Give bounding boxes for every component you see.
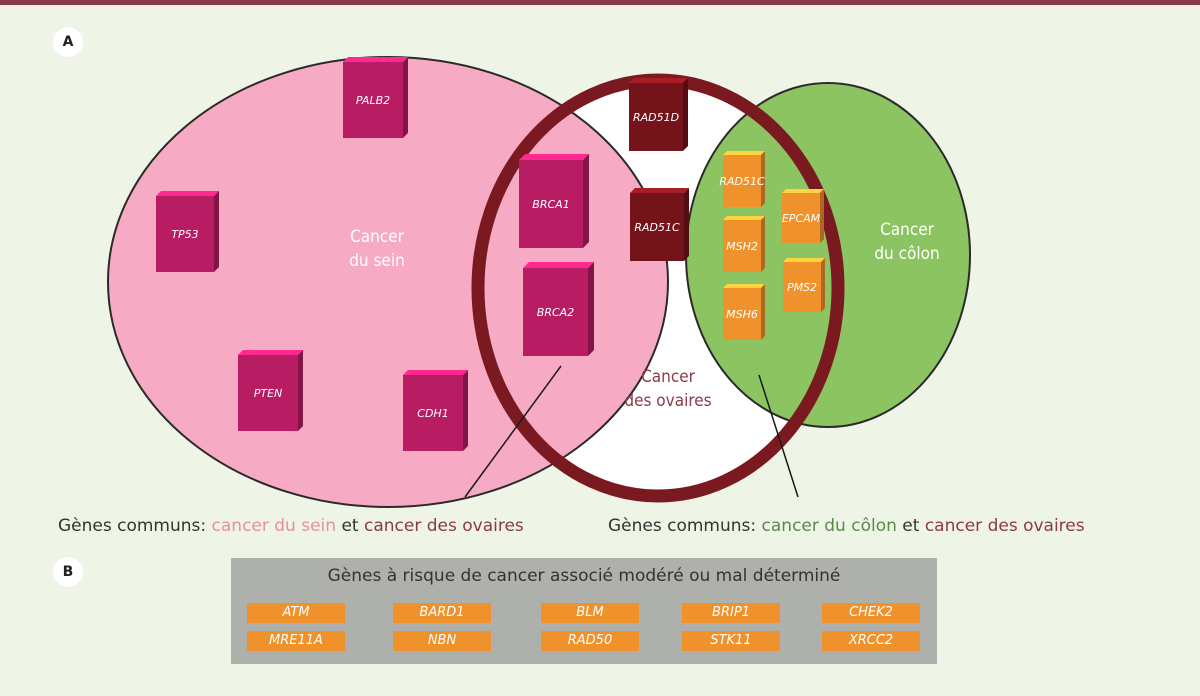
gene-chip-atm: ATM (247, 603, 345, 623)
gene-book-cdh1-label: CDH1 (417, 407, 448, 420)
gene-chip-blm: BLM (541, 603, 639, 623)
panel-label-b: B (53, 557, 83, 587)
gene-chip-mre11a: MRE11A (247, 631, 345, 651)
region-label-colon-line2: du côlon (874, 244, 939, 264)
gene-book-ovary-rad51c: RAD51C (630, 188, 689, 261)
pointer-line-breast-ovary (464, 365, 562, 498)
region-label-breast-line2: du sein (349, 251, 405, 271)
gene-book-ovary-rad51d: RAD51D (629, 78, 688, 151)
region-label-ovary-line2: des ovaires (624, 391, 711, 411)
region-label-ovary-line1: Cancer (641, 367, 696, 387)
gene-book-palb2-label: PALB2 (356, 94, 390, 107)
gene-book-pten-label: PTEN (254, 387, 283, 400)
region-label-colon-line1: Cancer (880, 220, 935, 240)
gene-chip-brip1: BRIP1 (682, 603, 780, 623)
gene-chip-rad50: RAD50 (541, 631, 639, 651)
gene-book-colon-epcam: EPCAM (782, 189, 824, 243)
gene-book-ovary-rad51c-label: RAD51C (634, 221, 680, 234)
gene-book-tp53: TP53 (156, 191, 219, 272)
gene-book-pten: PTEN (238, 350, 303, 431)
gene-chip-bard1: BARD1 (393, 603, 491, 623)
gene-book-brca2: BRCA2 (523, 262, 594, 356)
gene-book-brca2-label: BRCA2 (537, 306, 574, 319)
gene-book-palb2: PALB2 (343, 57, 408, 138)
gene-book-colon-rad51c-label: RAD51C (719, 175, 765, 188)
gene-book-colon-epcam-label: EPCAM (782, 212, 821, 225)
gene-chip-xrcc2: XRCC2 (822, 631, 920, 651)
panel-b-title: Gènes à risque de cancer associé modéré … (327, 566, 841, 586)
gene-book-tp53-label: TP53 (171, 228, 198, 241)
gene-book-colon-msh6-label: MSH6 (726, 308, 758, 321)
legend-colon-ovary: Gènes communs: cancer du côlon et cancer… (608, 516, 1085, 536)
panel-label-a: A (53, 27, 83, 57)
gene-book-ovary-rad51d-label: RAD51D (633, 111, 679, 124)
pointer-line-colon-ovary (758, 374, 799, 498)
top-border (0, 0, 1200, 5)
gene-book-brca1-label: BRCA1 (532, 198, 569, 211)
legend-breast-ovary: Gènes communs: cancer du sein et cancer … (58, 516, 524, 536)
gene-chip-stk11: STK11 (682, 631, 780, 651)
gene-chip-nbn: NBN (393, 631, 491, 651)
gene-book-colon-msh6: MSH6 (723, 284, 765, 340)
gene-book-brca1: BRCA1 (519, 154, 589, 248)
gene-book-colon-pms2-label: PMS2 (787, 281, 817, 294)
gene-book-cdh1: CDH1 (403, 370, 468, 451)
gene-book-colon-msh2-label: MSH2 (726, 240, 758, 253)
gene-book-colon-pms2: PMS2 (783, 258, 825, 312)
gene-chip-chek2: CHEK2 (822, 603, 920, 623)
gene-book-colon-msh2: MSH2 (723, 216, 765, 272)
region-label-breast-line1: Cancer (350, 227, 405, 247)
venn-diagram: Cancer du sein Cancer des ovaires Cancer… (107, 56, 971, 508)
gene-book-colon-rad51c: RAD51C (719, 151, 765, 207)
moderate-risk-genes-panel: Gènes à risque de cancer associé modéré … (231, 558, 937, 664)
